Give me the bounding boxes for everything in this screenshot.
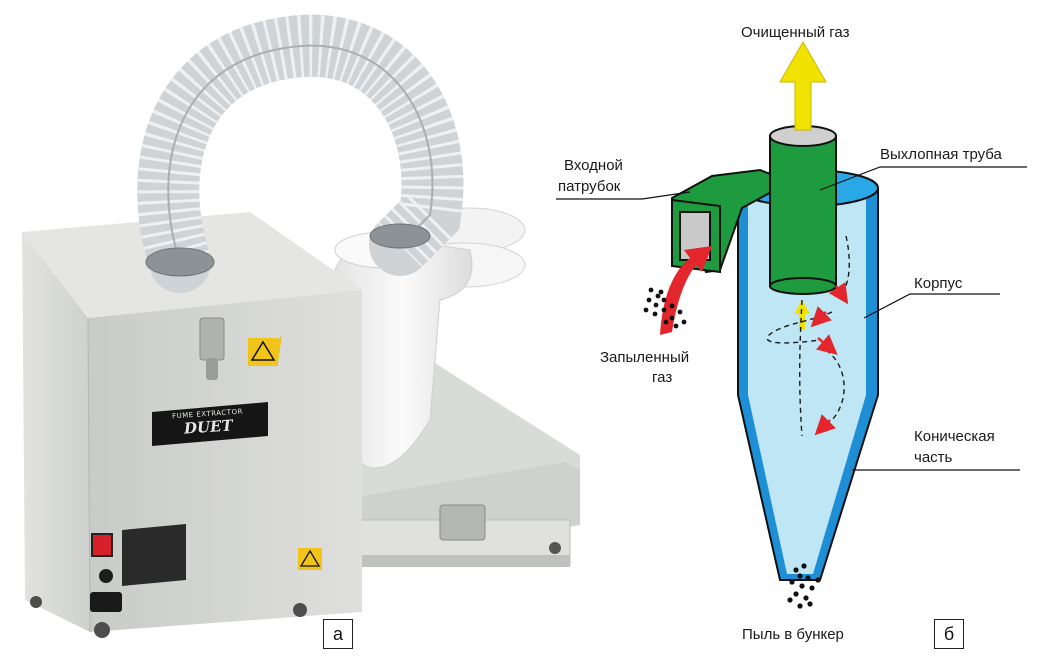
inner-updraft-arrow — [794, 300, 810, 330]
diagram-panel-label: б — [934, 619, 964, 649]
inlet-label-line2: патрубок — [558, 178, 621, 195]
device-brand-line2: DUET — [183, 416, 234, 438]
cyclone-body — [737, 169, 879, 581]
inlet-dust-particles — [643, 287, 687, 329]
clean-gas-arrow — [779, 40, 827, 131]
vortex-arrows — [810, 282, 849, 436]
clean-gas-label: Очищенный газ — [741, 24, 850, 41]
fume-extractor-photo — [22, 14, 580, 638]
photo-panel-label: а — [323, 619, 353, 649]
exhaust-pipe-label: Выхлопная труба — [880, 146, 1002, 163]
dusty-gas-arrow — [660, 246, 712, 335]
hopper-dust-particles — [787, 563, 821, 609]
leader-lines — [556, 166, 1027, 471]
vortex-path — [766, 235, 850, 437]
cone-label-line2: часть — [914, 449, 953, 466]
inlet-pipe — [670, 168, 793, 274]
body-label: Корпус — [914, 275, 963, 292]
dusty-gas-label-line1: Запыленный — [600, 349, 690, 366]
inlet-label-line1: Входной — [564, 157, 623, 174]
exhaust-pipe — [769, 125, 837, 295]
dust-to-hopper-label: Пыль в бункер — [742, 626, 844, 643]
dusty-gas-label-line2: газ — [652, 369, 673, 386]
flexible-hose — [137, 14, 464, 293]
cone-label-line1: Коническая — [914, 428, 995, 445]
